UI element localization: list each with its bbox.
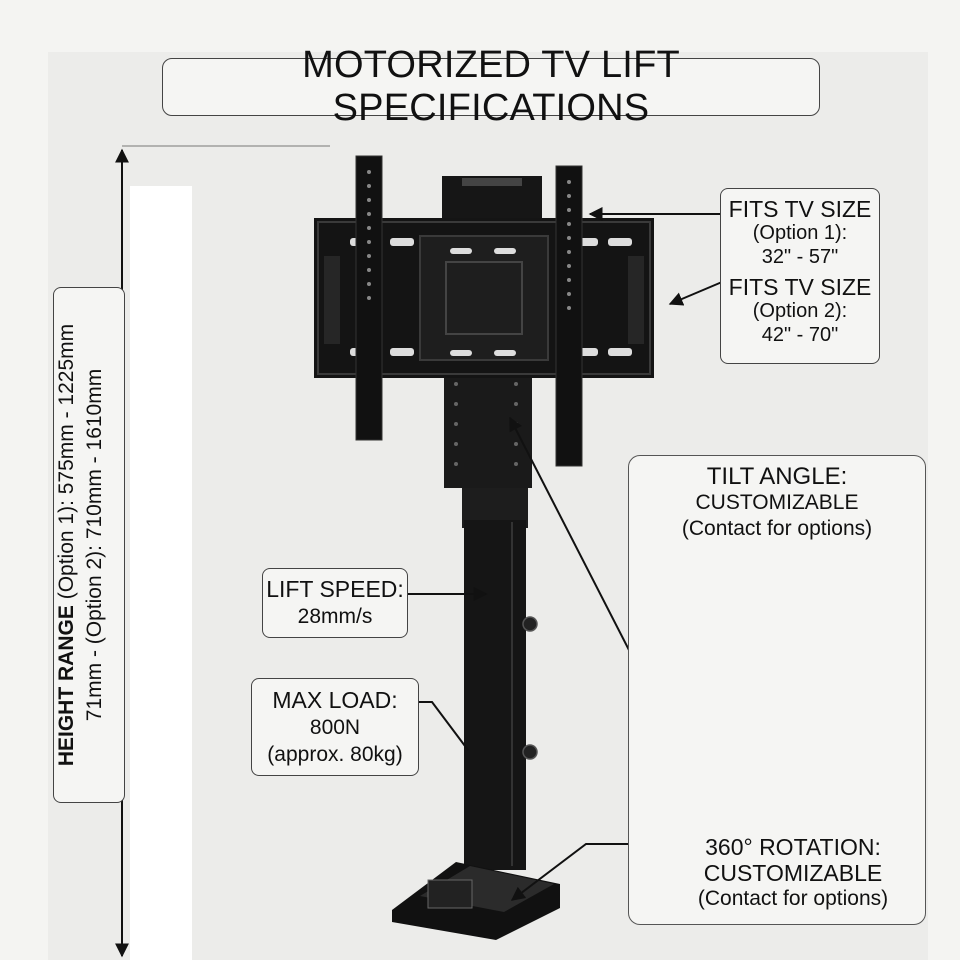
max-load-box: MAX LOAD: 800N (approx. 80kg) [251, 678, 419, 776]
rotation-note: (Contact for options) [697, 887, 889, 910]
max-load-title: MAX LOAD: [272, 687, 398, 713]
page-title: MOTORIZED TV LIFT SPECIFICATIONS [162, 44, 820, 129]
tilt-angle-note: (Contact for options) [681, 517, 873, 540]
fits-tv-size-box: FITS TV SIZE (Option 1): 32" - 57" FITS … [720, 188, 880, 364]
tilt-angle-label: TILT ANGLE: CUSTOMIZABLE (Contact for op… [628, 464, 926, 542]
height-range-box [53, 287, 125, 803]
fits-tv-option2-title: FITS TV SIZE [728, 274, 872, 300]
max-load-value: 800N [309, 716, 361, 739]
lift-speed-title: LIFT SPEED: [266, 576, 404, 602]
height-range-option1: (Option 1): 575mm - 1225mm [55, 323, 78, 600]
tilt-rotation-panel [628, 455, 926, 925]
height-range-text: HEIGHT RANGE (Option 1): 575mm - 1225mm … [53, 265, 125, 825]
fits-tv-option2-label: (Option 2): [752, 300, 848, 322]
max-load-note: (approx. 80kg) [267, 743, 403, 766]
fits-tv-option1-label: (Option 1): [752, 222, 848, 244]
tilt-angle-title: TILT ANGLE: [706, 463, 848, 490]
height-range-label: HEIGHT RANGE [55, 605, 78, 767]
height-dimension-line [115, 145, 330, 958]
rotation-value: CUSTOMIZABLE [703, 860, 883, 886]
tv-lift-main [314, 155, 654, 940]
height-range-option2: 71mm - (Option 2): 710mm - 1610mm [83, 368, 106, 722]
fits-tv-option1-range: 32" - 57" [761, 246, 839, 268]
rotation-label: 360° ROTATION: CUSTOMIZABLE (Contact for… [680, 834, 906, 912]
fits-tv-option2-range: 42" - 70" [761, 324, 839, 346]
background-strip [130, 186, 192, 960]
rotation-title: 360° ROTATION: [705, 834, 881, 860]
fits-tv-option1-title: FITS TV SIZE [728, 196, 872, 222]
tilt-angle-value: CUSTOMIZABLE [695, 491, 859, 514]
lift-speed-box: LIFT SPEED: 28mm/s [262, 568, 408, 638]
lift-speed-value: 28mm/s [297, 605, 373, 628]
